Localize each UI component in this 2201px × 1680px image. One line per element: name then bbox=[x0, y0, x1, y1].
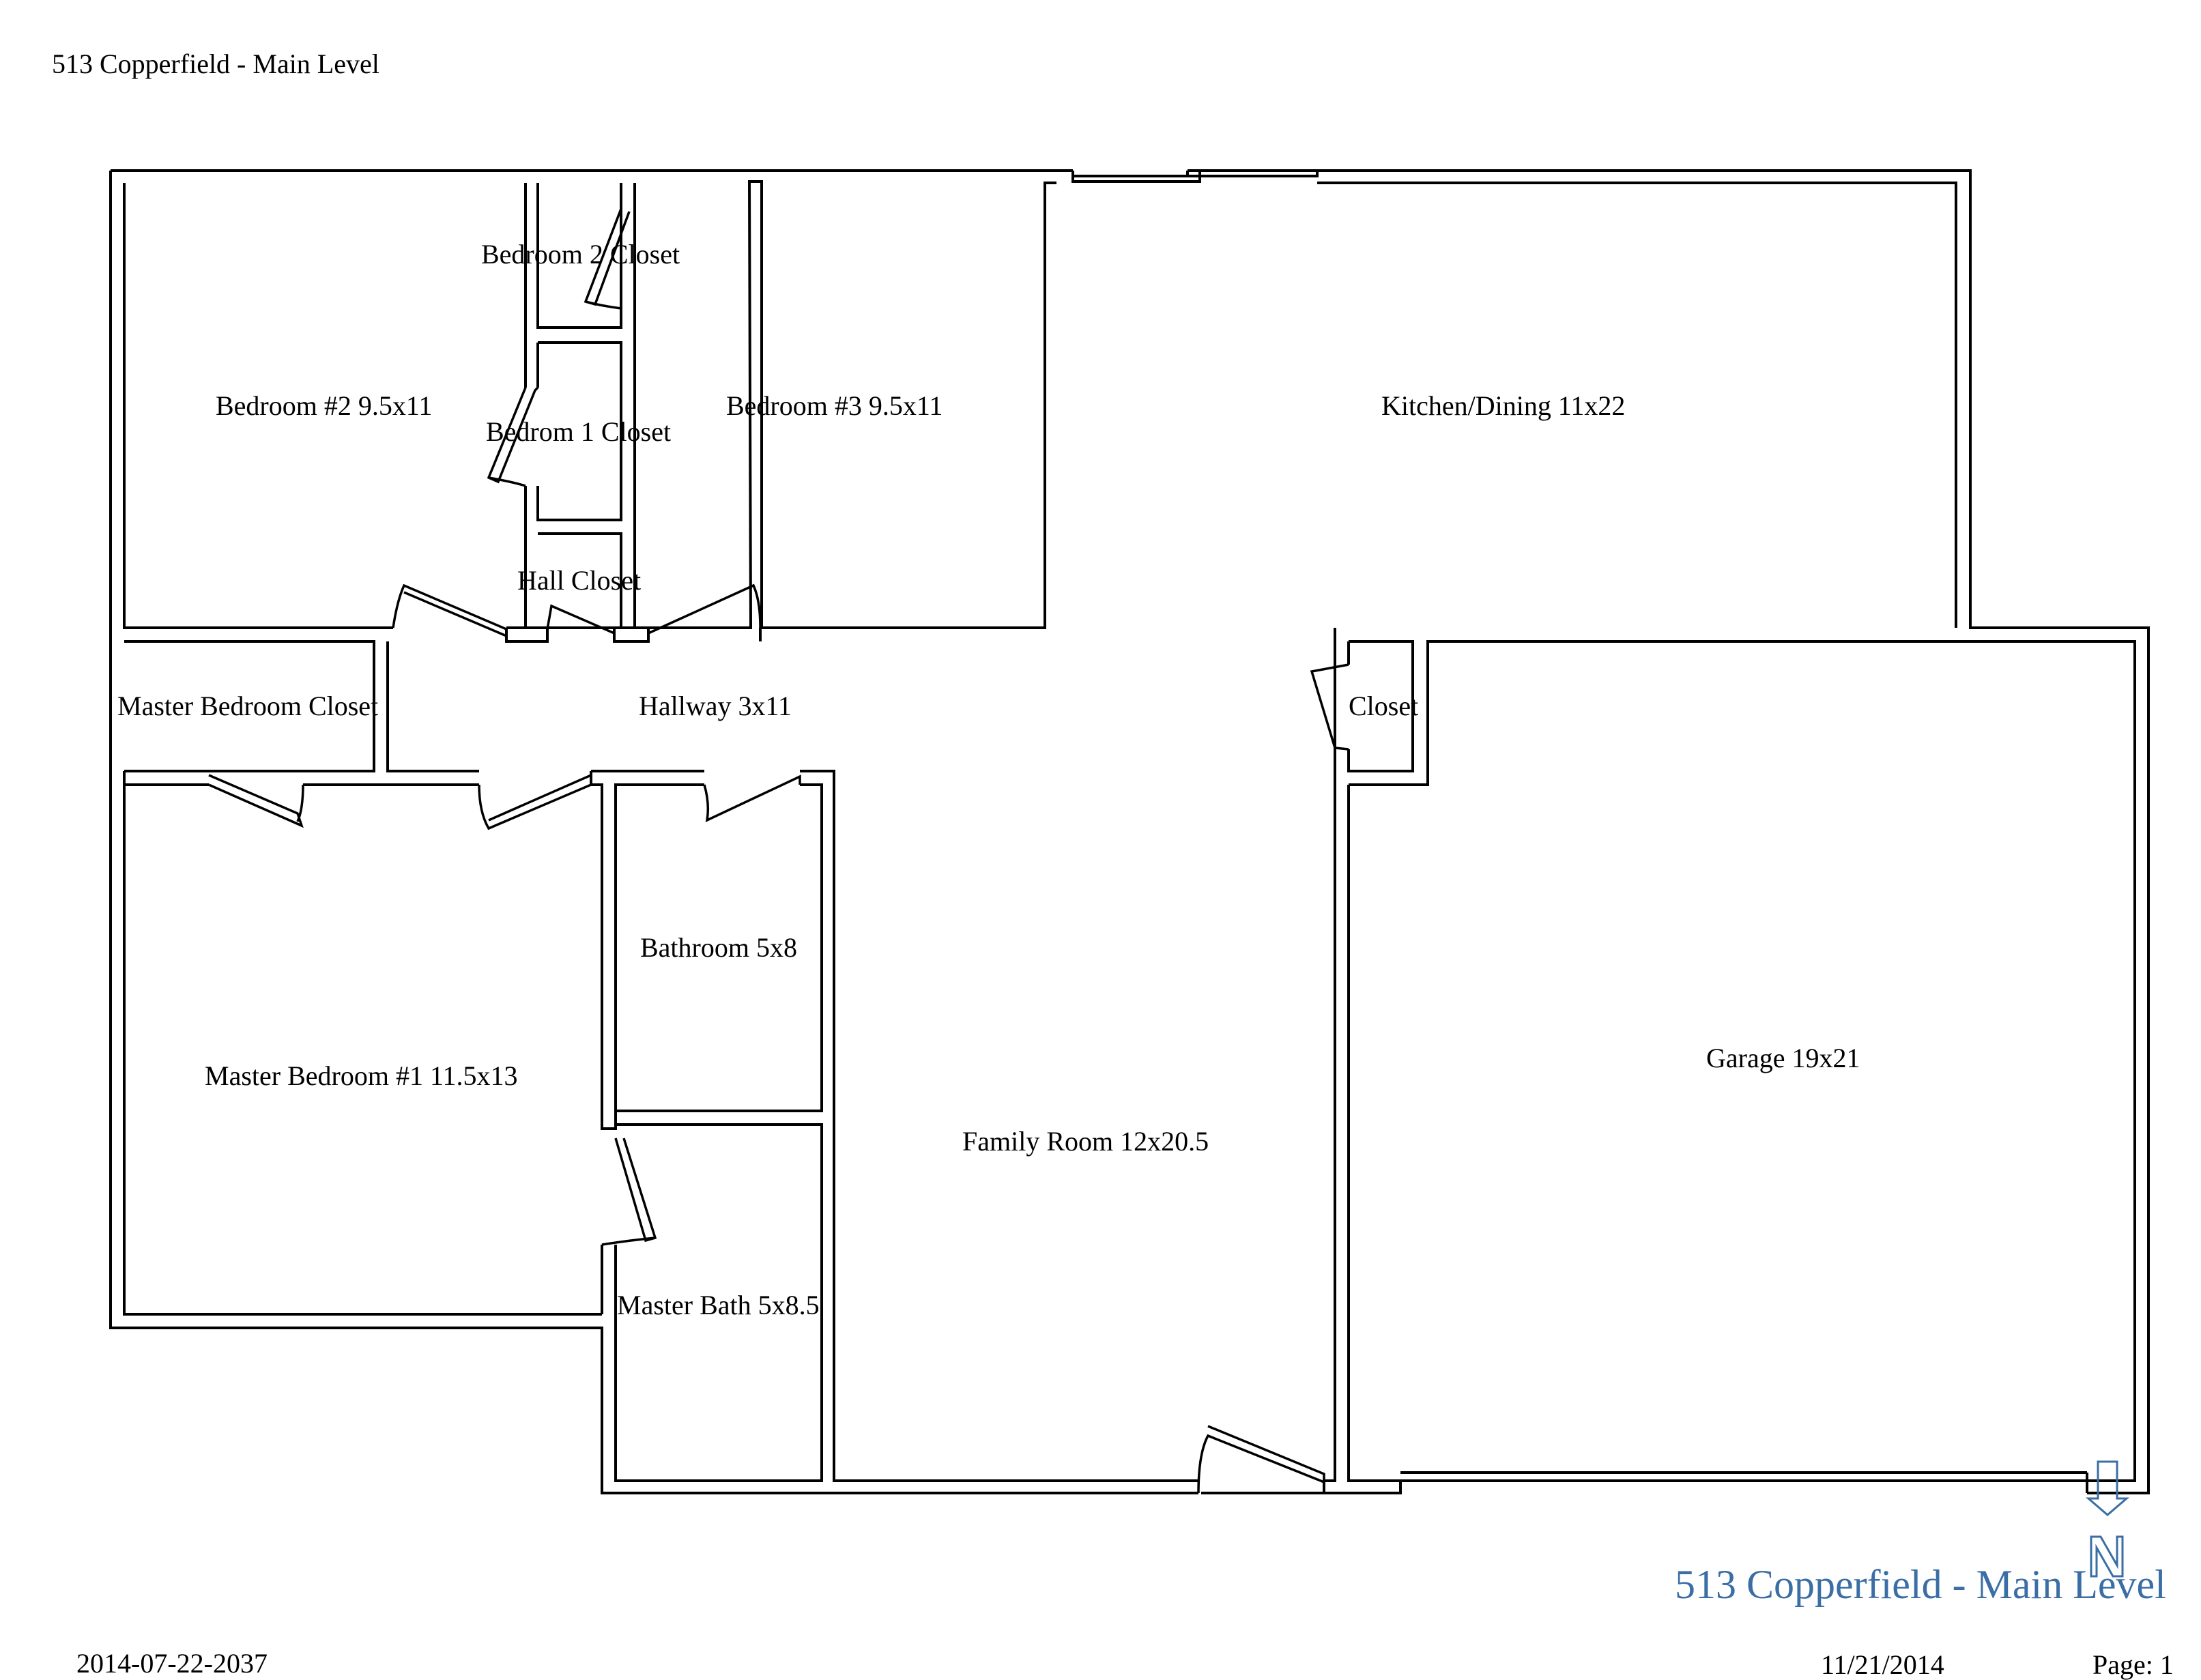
print-date: 11/21/2014 bbox=[1821, 1649, 1944, 1680]
closet-walls bbox=[524, 183, 636, 628]
document-id: 2014-07-22-2037 bbox=[76, 1648, 268, 1679]
room-label-garage: Garage 19x21 bbox=[1706, 1043, 1860, 1073]
room-label-family-room: Family Room 12x20.5 bbox=[962, 1126, 1209, 1157]
garage-walls bbox=[1323, 628, 2136, 1494]
room-label-bedroom3: Bedroom #3 9.5x11 bbox=[726, 390, 943, 421]
doors bbox=[208, 208, 1349, 1494]
room-label-bedroom2: Bedroom #2 9.5x11 bbox=[216, 390, 432, 421]
room-label-master-bedroom-closet: Master Bedroom Closet bbox=[117, 691, 378, 721]
room-label-bedroom2-closet: Bedroom 2 Closet bbox=[481, 239, 680, 270]
room-label-kitchen-dining: Kitchen/Dining 11x22 bbox=[1381, 390, 1625, 421]
north-arrow-icon bbox=[2085, 1460, 2130, 1578]
top-window bbox=[1071, 169, 1319, 183]
plan-title: 513 Copperfield - Main Level bbox=[1675, 1562, 2166, 1607]
exterior-wall-inner bbox=[123, 180, 1957, 1316]
page-title: 513 Copperfield - Main Level bbox=[52, 48, 379, 79]
room-label-closet: Closet bbox=[1349, 691, 1418, 721]
room-label-master-bedroom: Master Bedroom #1 11.5x13 bbox=[205, 1060, 517, 1091]
page-number: Page: 1 bbox=[2092, 1649, 2174, 1680]
exterior-wall-outer bbox=[109, 169, 2150, 1494]
room-label-master-bath: Master Bath 5x8.5 bbox=[617, 1290, 820, 1320]
room-label-hallway: Hallway 3x11 bbox=[639, 691, 792, 721]
hall-closet-walls bbox=[505, 628, 762, 643]
room-label-hall-closet: Hall Closet bbox=[517, 565, 641, 596]
room-label-bathroom: Bathroom 5x8 bbox=[640, 932, 797, 963]
room-label-bedroom1-closet: Bedrom 1 Closet bbox=[486, 416, 671, 447]
